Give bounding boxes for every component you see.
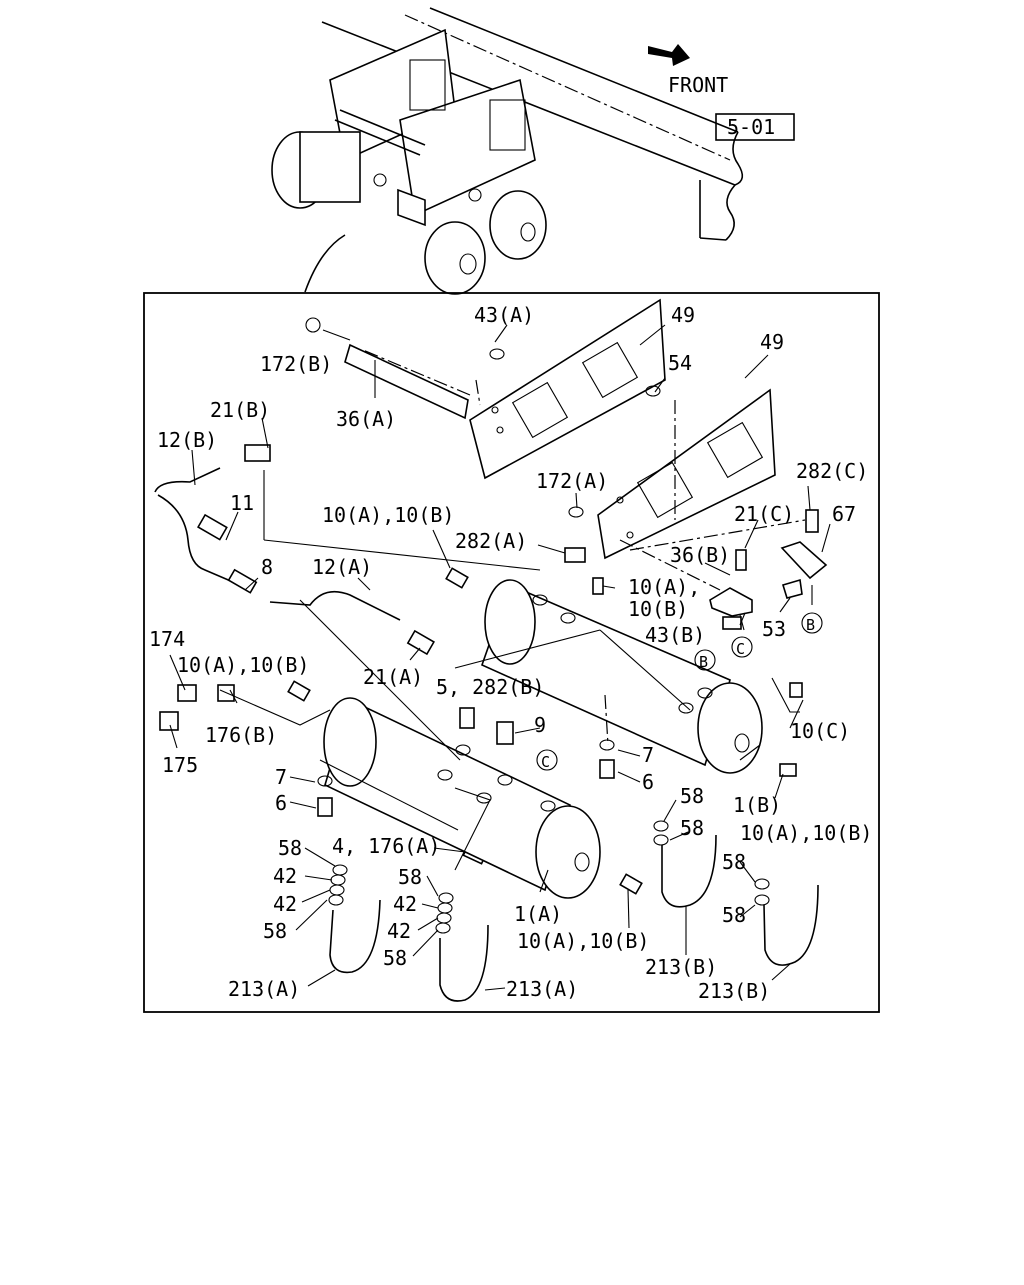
- callout-42-c: 42: [393, 892, 417, 916]
- callout-43a: 43(A): [474, 303, 534, 327]
- callout-1a: 1(A): [514, 902, 562, 926]
- callout-58-g: 58: [398, 865, 422, 889]
- callout-43b: 43(B): [645, 623, 705, 647]
- callout-1b: 1(B): [733, 793, 781, 817]
- callout-21c: 21(C): [734, 502, 794, 526]
- callout-58-a: 58: [680, 784, 704, 808]
- callout-5-282b: 5, 282(B): [436, 675, 544, 699]
- callout-4-176a: 4, 176(A): [332, 834, 440, 858]
- leaders: [169, 324, 831, 991]
- callout-176b: 176(B): [205, 723, 277, 747]
- callout-58-d: 58: [722, 903, 746, 927]
- overview-assembly: [271, 28, 547, 295]
- callout-49-upper: 49: [671, 303, 695, 327]
- callout-49-lower: 49: [760, 330, 784, 354]
- frame-overview: [321, 7, 744, 241]
- callout-21b: 21(B): [210, 398, 270, 422]
- callout-10a-mid: 10(A),: [628, 575, 700, 599]
- callout-7-left: 7: [275, 765, 287, 789]
- callout-6-right: 6: [642, 770, 654, 794]
- callout-174: 174: [149, 627, 185, 651]
- callout-6-left: 6: [275, 791, 287, 815]
- callout-10c: 10(C): [790, 719, 850, 743]
- callout-213a-left: 213(A): [228, 977, 300, 1001]
- callout-42-b: 42: [273, 892, 297, 916]
- tank-1a: [323, 697, 601, 899]
- callout-175: 175: [162, 753, 198, 777]
- callout-labels: 43(A) 49 49 54 172(B) 36(A) 21(B) 12(B) …: [149, 303, 872, 1003]
- bracket-49-upper: [469, 298, 666, 480]
- mark-c-right: C: [736, 640, 745, 658]
- callout-58-h: 58: [383, 946, 407, 970]
- callout-36b: 36(B): [670, 543, 730, 567]
- detail-frame: [143, 292, 880, 1013]
- callout-12a: 12(A): [312, 555, 372, 579]
- reference-box: [715, 113, 795, 141]
- callout-213a-right: 213(A): [506, 977, 578, 1001]
- callout-213b-left: 213(B): [645, 955, 717, 979]
- bracket-49-lower: [597, 388, 776, 560]
- reference-label: 5-01: [727, 115, 775, 139]
- mark-b-mid: B: [699, 653, 708, 671]
- callout-36a: 36(A): [336, 407, 396, 431]
- callout-7-right: 7: [642, 743, 654, 767]
- callout-58-b: 58: [680, 816, 704, 840]
- callout-21a: 21(A): [363, 665, 423, 689]
- callout-9: 9: [534, 713, 546, 737]
- front-label: FRONT: [668, 73, 728, 97]
- callout-58-c: 58: [722, 850, 746, 874]
- small-brackets: [709, 541, 828, 617]
- callout-172a: 172(A): [536, 469, 608, 493]
- callout-10ab-top: 10(A),10(B): [322, 503, 454, 527]
- tubes: [154, 467, 541, 621]
- callout-10b-mid: 10(B): [628, 597, 688, 621]
- callout-172b: 172(B): [260, 352, 332, 376]
- washers: [317, 348, 713, 812]
- callout-54: 54: [668, 351, 692, 375]
- tank-1b: [481, 579, 763, 774]
- callout-10ab-left: 10(A),10(B): [177, 653, 309, 677]
- mark-c-mid: C: [541, 753, 550, 771]
- callout-12b: 12(B): [157, 428, 217, 452]
- callout-42-d: 42: [387, 919, 411, 943]
- callout-42-a: 42: [273, 864, 297, 888]
- front-arrow: [648, 44, 690, 66]
- callout-58-e: 58: [278, 836, 302, 860]
- callout-67: 67: [832, 502, 856, 526]
- circle-marks: [536, 612, 823, 771]
- callout-8: 8: [261, 555, 273, 579]
- callout-10ab-right: 10(A),10(B): [740, 821, 872, 845]
- callout-58-f: 58: [263, 919, 287, 943]
- callout-282c: 282(C): [796, 459, 868, 483]
- callout-10ab-bottom: 10(A),10(B): [517, 929, 649, 953]
- callout-53: 53: [762, 617, 786, 641]
- callout-11: 11: [230, 491, 254, 515]
- strap-36a: [305, 317, 469, 420]
- callout-282a: 282(A): [455, 529, 527, 553]
- callout-213b-right: 213(B): [698, 979, 770, 1003]
- mark-b-right: B: [806, 616, 815, 634]
